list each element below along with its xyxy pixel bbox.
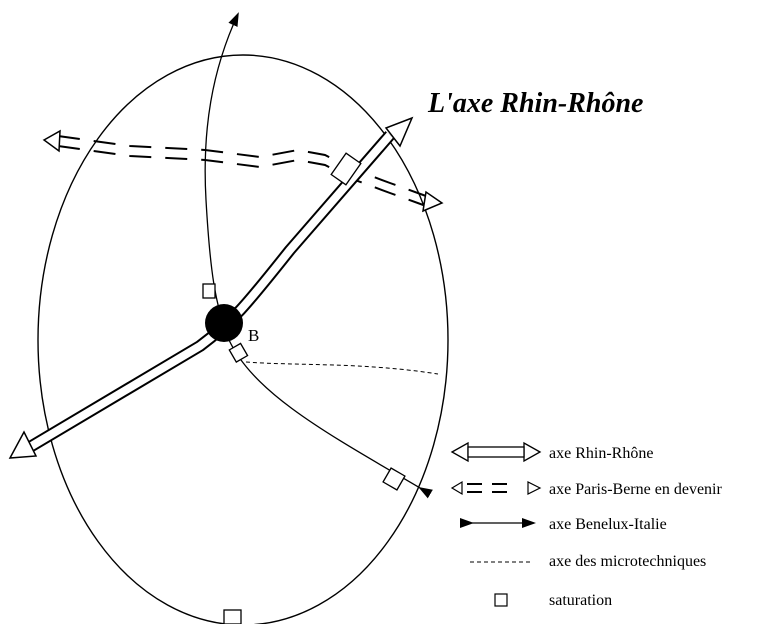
paris-berne-axis xyxy=(42,129,444,213)
node-b-label: B xyxy=(248,326,259,345)
legend-label-rhin-rhone: axe Rhin-Rhône xyxy=(549,445,653,462)
legend-label-paris-berne: axe Paris-Berne en devenir xyxy=(549,481,722,498)
legend-label-microtechniques: axe des microtechniques xyxy=(549,553,706,570)
paris-berne-arrowhead-west xyxy=(42,129,61,153)
legend-label-benelux-italie: axe Benelux-Italie xyxy=(549,516,667,533)
diagram-title: L'axe Rhin-Rhône xyxy=(427,88,643,119)
saturation-marker-south xyxy=(223,609,242,624)
rhin-rhone-arrowhead-northeast xyxy=(384,116,414,148)
legend: axe Rhin-Rhône axe Paris-Berne en deveni… xyxy=(450,441,722,609)
legend-symbol-paris-berne xyxy=(450,480,542,496)
microtechniques-axis xyxy=(245,361,439,375)
node-b xyxy=(205,304,243,342)
benelux-italie-axis xyxy=(204,12,433,499)
paris-berne-arrowhead-east xyxy=(422,190,444,213)
saturation-marker-node xyxy=(228,342,249,363)
saturation-markers xyxy=(202,152,406,624)
saturation-marker-southeast xyxy=(382,467,406,491)
legend-label-saturation: saturation xyxy=(549,592,612,609)
rhin-rhone-arrowhead-southwest xyxy=(8,430,38,459)
legend-symbol-saturation xyxy=(494,593,508,607)
saturation-marker-northeast xyxy=(330,152,362,186)
legend-symbol-rhin-rhone xyxy=(450,441,542,463)
rhin-rhone-axis xyxy=(8,116,414,459)
saturation-marker-north xyxy=(202,283,216,299)
